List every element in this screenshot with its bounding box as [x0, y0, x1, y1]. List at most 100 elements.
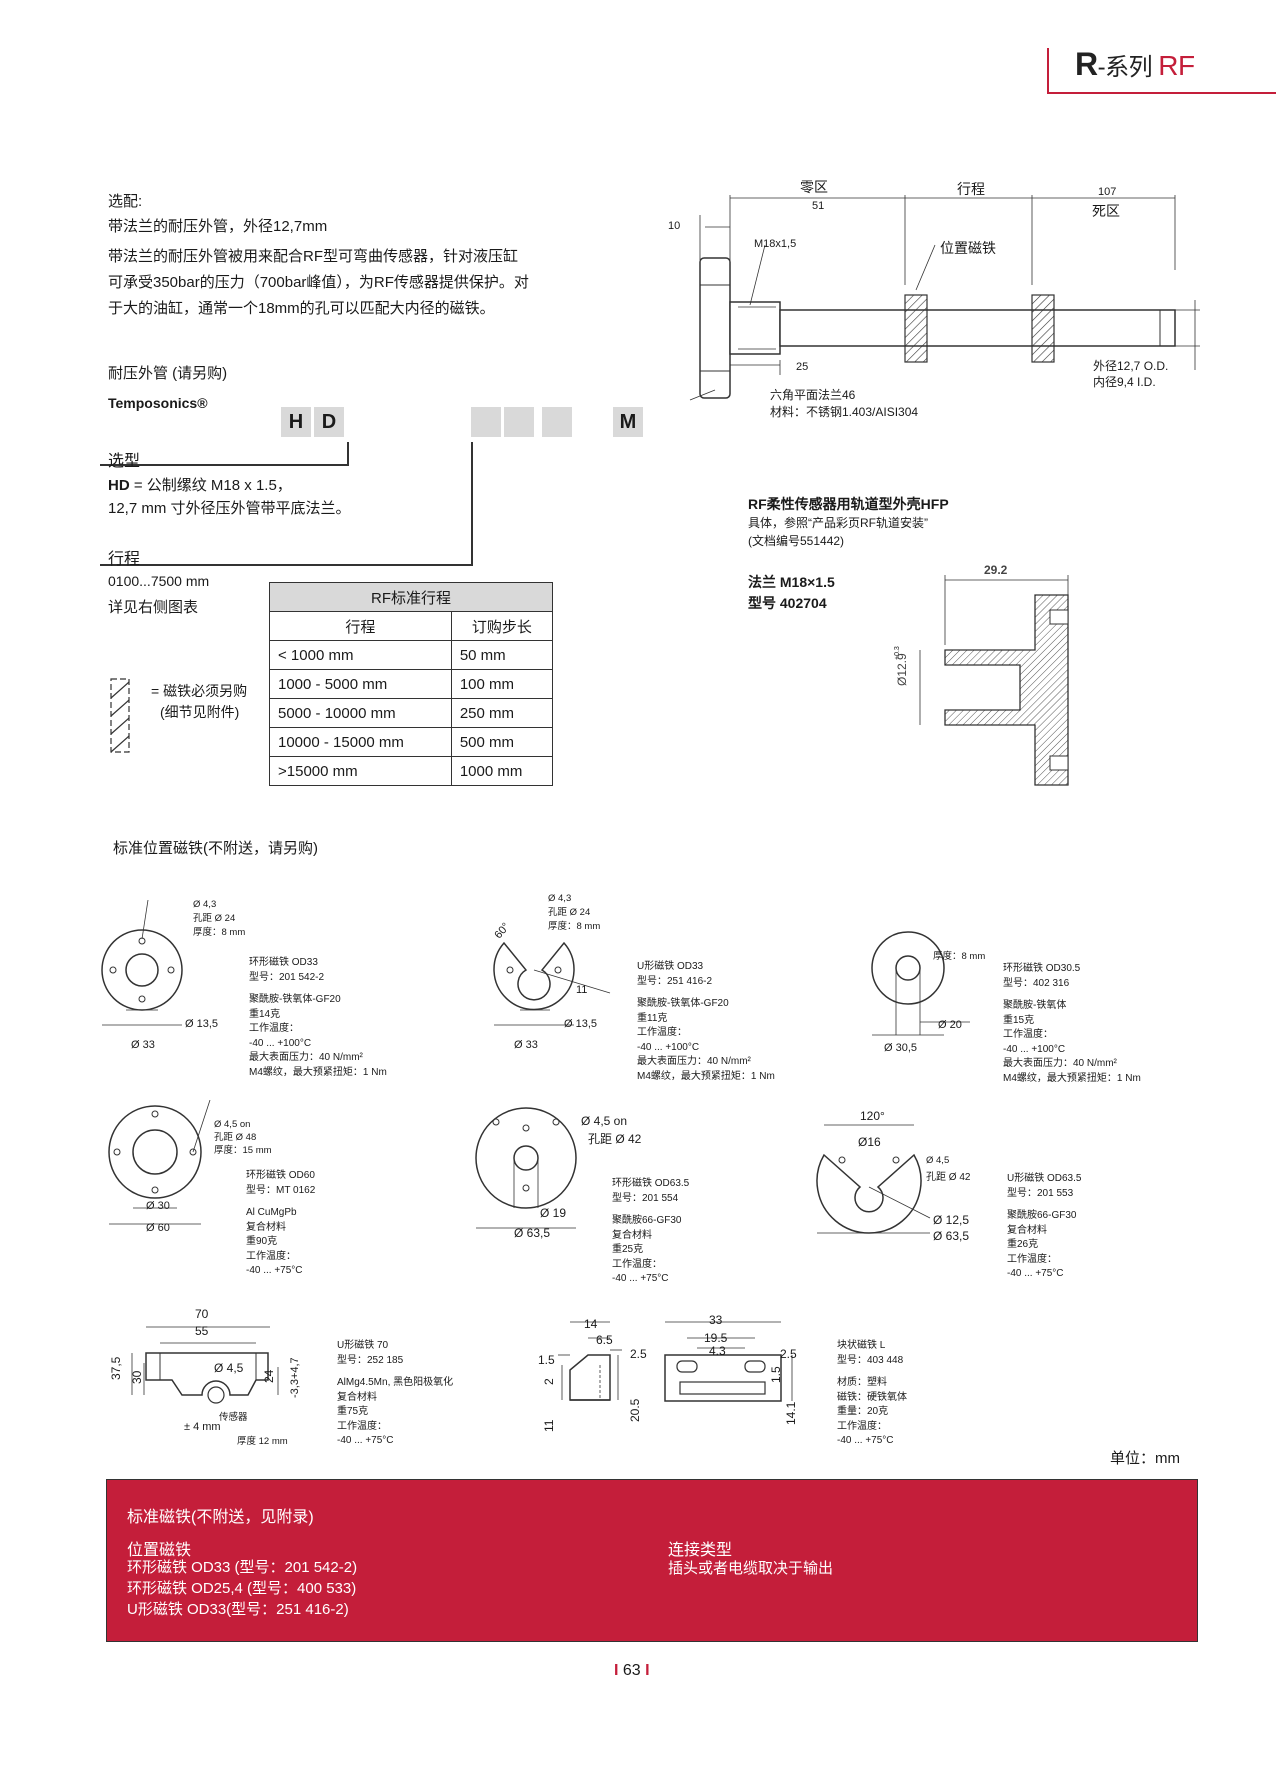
magnet-5-dim-inner: Ø 19: [540, 1206, 567, 1220]
magnet-5-hole: Ø 4,5 on: [581, 1114, 628, 1128]
stroke-label: 行程: [108, 551, 141, 568]
magnet-6-hole: Ø 4,5: [926, 1155, 950, 1166]
dead-zone-value: 107: [1098, 186, 1117, 198]
list-item: U形磁铁 OD33(型号：251 416-2): [127, 1601, 349, 1618]
magnet-5-dim-outer: Ø 63,5: [514, 1226, 551, 1240]
page-number: I 63 I: [614, 1662, 650, 1679]
magnet-1-dim-outer: Ø 33: [131, 1039, 155, 1051]
zero-zone-label: 零区: [800, 179, 828, 195]
table-cell: 100 mm: [450, 669, 554, 699]
hfp-line-2: (文档编号551442): [748, 534, 845, 548]
table-cell: 5000 - 10000 mm: [269, 698, 452, 728]
table-header: 行程: [269, 611, 452, 641]
magnet-2-dim-outer: Ø 33: [514, 1039, 538, 1051]
page-header-title: R-系列 RF: [1075, 46, 1195, 82]
code-box-blank: [504, 407, 534, 437]
magnet-7-hole: Ø 4,5: [214, 1361, 244, 1375]
intro-body: 带法兰的耐压外管被用来配合RF型可弯曲传感器，针对液压缸 可承受350bar的压…: [108, 248, 529, 317]
code-box-d: D: [314, 407, 344, 437]
standard-magnets-box: 标准磁铁(不附送，见附录) 位置磁铁 环形磁铁 OD33 (型号：201 542…: [106, 1479, 1198, 1642]
magnet-8-dim-14-1: 14.1: [784, 1401, 798, 1425]
hfp-line-1: 具体，参照“产品彩页RF轨道安装”: [748, 516, 928, 530]
type-desc-2: 12,7 mm 寸外径压外管带平底法兰。: [108, 500, 351, 517]
magnet-8-dim-20-5: 20.5: [628, 1398, 642, 1422]
magnet-7-dim-30: 30: [130, 1370, 144, 1384]
intro-heading: 带法兰的耐压外管，外径12,7mm: [108, 218, 328, 235]
magnet-8-dim-2: 2: [542, 1378, 556, 1385]
magnet-3-dim-outer: Ø 30,5: [884, 1042, 918, 1054]
magnet-ring-od60-drawing: [108, 1100, 211, 1225]
magnets-section-title: 标准位置磁铁(不附送，请另购): [113, 840, 318, 857]
table-cell: 500 mm: [450, 727, 554, 757]
hfp-flange-drawing: [919, 575, 1069, 786]
magnet-3-dim-inner: Ø 20: [938, 1019, 962, 1031]
hfp-model: 型号 402704: [748, 595, 827, 611]
header-accent-bar: [1047, 48, 1049, 94]
redbox-left-heading: 位置磁铁: [127, 1542, 192, 1559]
magnet-4-dim-outer: Ø 60: [146, 1222, 170, 1234]
magnet-8-dim-1-5: 1.5: [538, 1353, 555, 1367]
table-caption: RF标准行程: [269, 582, 553, 612]
magnet-ring-od63-5-drawing: [475, 1107, 577, 1229]
magnet-6-dim-outer: Ø 63,5: [933, 1229, 970, 1243]
od-label: 外径12,7 O.D.: [1093, 359, 1169, 373]
dead-zone-label: 死区: [1092, 203, 1120, 219]
table-cell: 1000 - 5000 mm: [269, 669, 452, 699]
magnet-6-pitch: 孔距 Ø 42: [926, 1172, 971, 1183]
magnet-1-dim-inner: Ø 13,5: [185, 1018, 219, 1030]
magnet-5-pitch: 孔距 Ø 42: [588, 1132, 642, 1146]
material-label: 材料：不锈钢1.403/AISI304: [770, 405, 919, 419]
magnet-7-dim-24: 24: [262, 1369, 276, 1383]
magnet-3-thickness: 厚度：8 mm: [933, 951, 986, 962]
magnet-8-dim-1-5-b: 1.5: [769, 1366, 783, 1383]
magnet-note-1: = 磁铁必须另购: [151, 683, 248, 699]
hfp-flange: 法兰 M18×1.5: [748, 574, 835, 590]
magnet-8-dim-14: 14: [584, 1317, 598, 1331]
magnet-7-sensor-label: 传感器: [219, 1412, 248, 1423]
magnet-7-offset: ± 4 mm: [184, 1421, 221, 1433]
table-cell: 250 mm: [450, 698, 554, 728]
code-box-blank: [542, 407, 572, 437]
redbox-right-text: 插头或者电缆取决于输出: [668, 1560, 834, 1577]
magnet-8-dim-2-5: 2.5: [630, 1347, 647, 1361]
magnet-7-dim-37-5: 37,5: [109, 1356, 123, 1380]
hatch-magnet-icon: [110, 678, 130, 753]
table-cell: < 1000 mm: [269, 640, 452, 670]
unit-label: 单位：mm: [1110, 1450, 1180, 1467]
list-item: 环形磁铁 OD25,4 (型号：400 533): [127, 1580, 357, 1597]
magnet-6-dim-16: Ø16: [858, 1135, 881, 1149]
stroke-note: 详见右侧图表: [108, 599, 199, 616]
redbox-title: 标准磁铁(不附送，见附录): [127, 1509, 314, 1526]
dim-10: 10: [668, 220, 681, 232]
zero-zone-value: 51: [812, 200, 825, 212]
magnet-8-dim-11: 11: [542, 1419, 556, 1432]
magnet-u-od63-5-drawing: [816, 1124, 931, 1234]
dim-25: 25: [796, 361, 809, 373]
magnet-note-2: (细节见附件): [160, 704, 240, 720]
hfp-tolerance: +0.3: [894, 646, 901, 660]
pressure-pipe-drawing: [689, 195, 1200, 401]
table-header: 订购步长: [450, 611, 554, 641]
table-cell: >15000 mm: [269, 756, 452, 786]
stroke-dim-label: 行程: [957, 181, 985, 197]
table-cell: 1000 mm: [450, 756, 554, 786]
id-label: 内径9,4 I.D.: [1093, 375, 1156, 389]
code-box-m: M: [613, 407, 643, 437]
flange-label: 六角平面法兰46: [770, 388, 856, 402]
magnet-u-od33-drawing: [493, 941, 611, 1026]
header-underline: [1047, 92, 1276, 94]
magnet-2-dim-11: 11: [576, 984, 588, 996]
